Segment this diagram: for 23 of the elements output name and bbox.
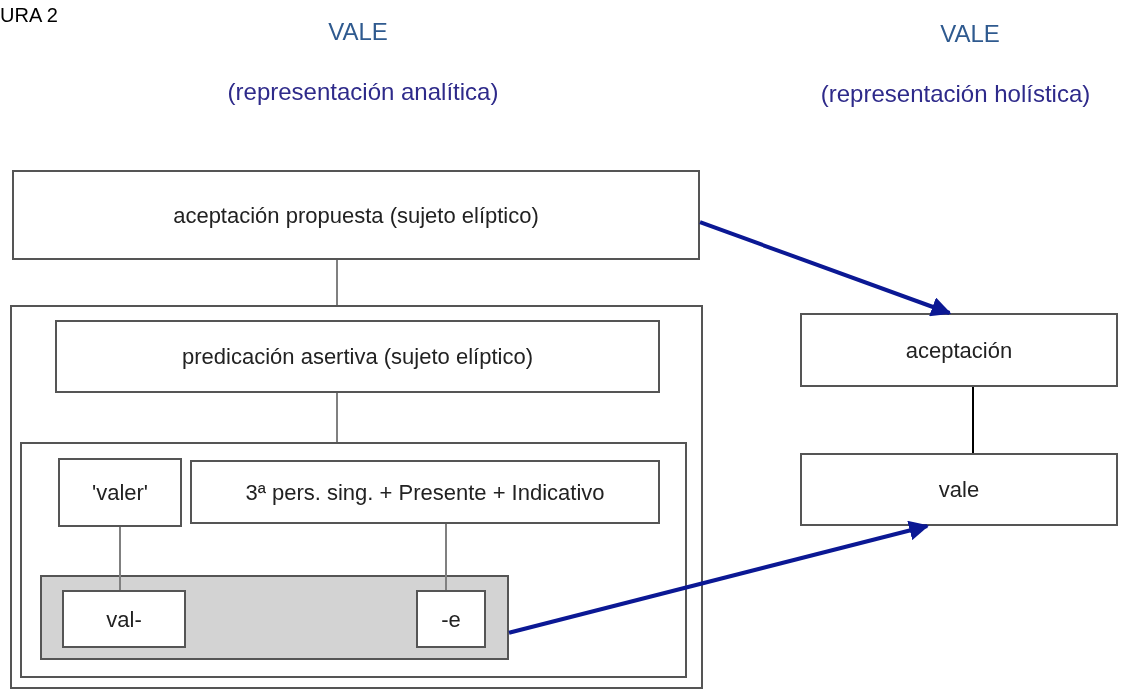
connector-line — [336, 259, 338, 306]
arrow — [508, 520, 930, 635]
shaded-box — [40, 575, 509, 660]
text-box: 'valer' — [58, 458, 182, 527]
container-box — [20, 442, 687, 678]
text-box: val- — [62, 590, 186, 648]
connector-line — [445, 523, 447, 591]
connector-line — [119, 526, 121, 591]
text-box: vale — [800, 453, 1118, 526]
container-box — [10, 305, 703, 689]
text-box: aceptación propuesta (sujeto elíptico) — [12, 170, 700, 260]
text-box: 3ª pers. sing. + Presente + Indicativo — [190, 460, 660, 524]
text-box: -e — [416, 590, 486, 648]
connector-line — [972, 386, 974, 454]
heading-text: (representación holística) — [819, 79, 1092, 109]
text-box: aceptación — [800, 313, 1118, 387]
text-box: predicación asertiva (sujeto elíptico) — [55, 320, 660, 393]
heading-text: VALE — [327, 17, 389, 47]
connector-line — [336, 392, 338, 443]
arrow — [699, 220, 952, 317]
heading-text: (representación analítica) — [226, 77, 500, 107]
heading-text: VALE — [939, 19, 1001, 49]
heading-text: URA 2 — [0, 3, 59, 28]
